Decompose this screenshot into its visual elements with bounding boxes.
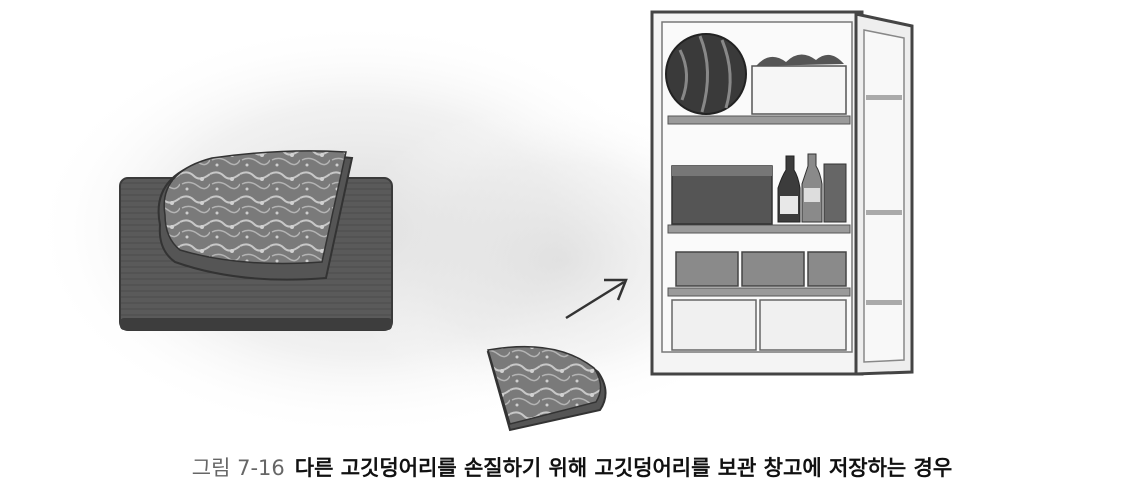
arrow-icon <box>565 278 628 320</box>
refrigerator-icon <box>650 10 914 376</box>
figure-number: 그림 7-16 <box>191 456 285 480</box>
figure-caption: 그림 7-16 다른 고깃덩어리를 손질하기 위해 고깃덩어리를 보관 창고에 저… <box>0 452 1144 482</box>
illustration <box>30 10 914 440</box>
small-meat-icon <box>486 345 607 432</box>
caption-text: 다른 고깃덩어리를 손질하기 위해 고깃덩어리를 보관 창고에 저장하는 경우 <box>294 456 953 480</box>
large-meat-icon <box>157 150 354 281</box>
